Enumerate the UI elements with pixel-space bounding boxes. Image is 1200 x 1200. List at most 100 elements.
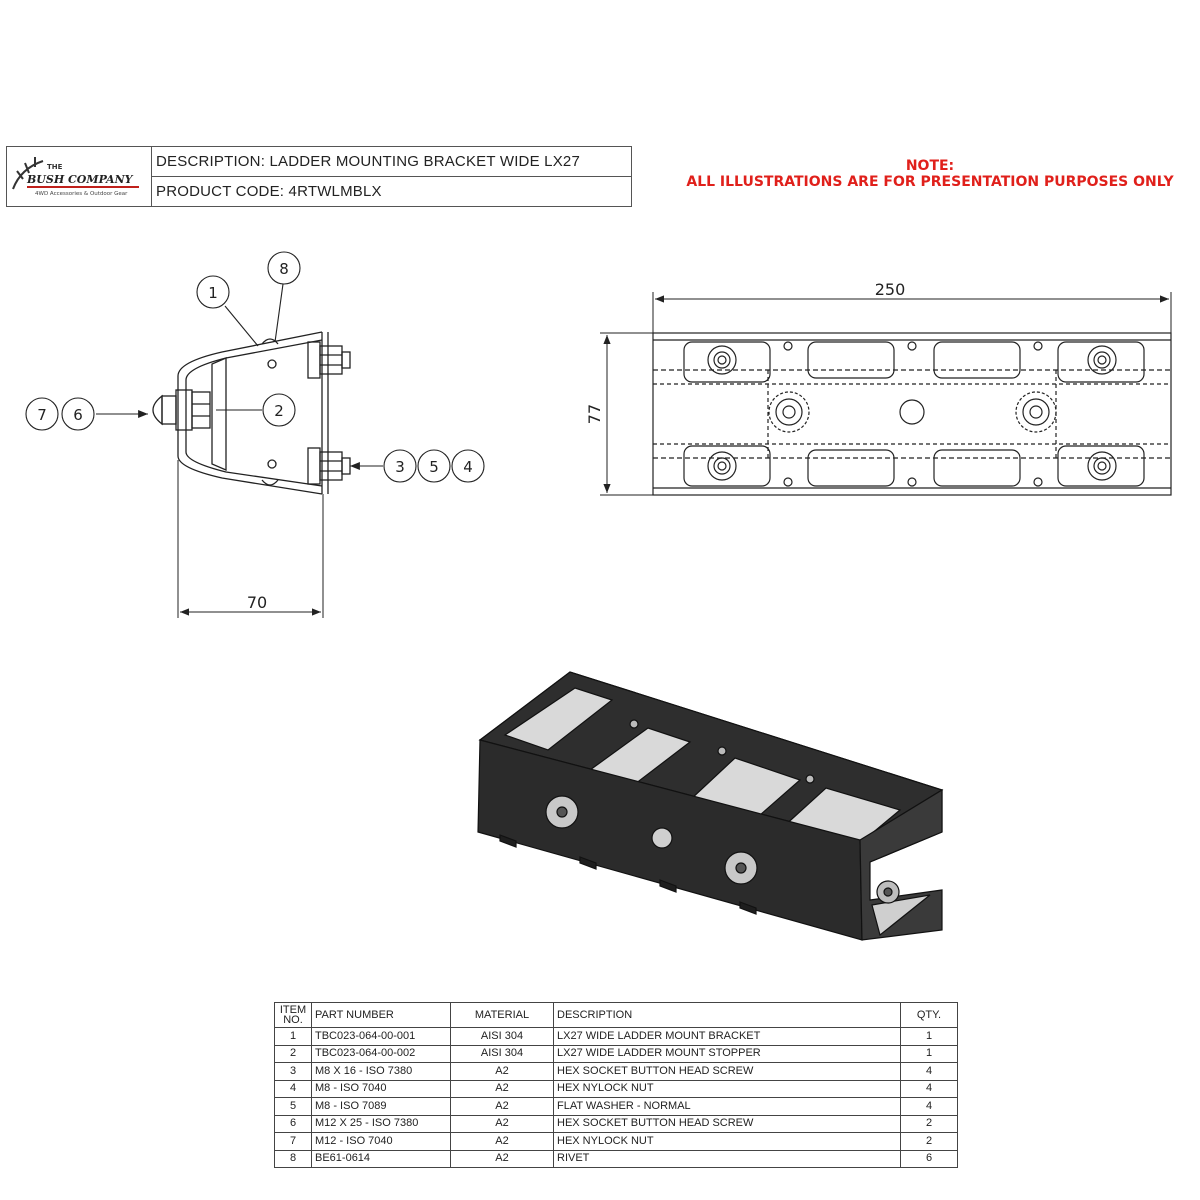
note-heading: NOTE: — [905, 158, 955, 174]
balloon-4: 4 — [463, 458, 473, 476]
rivet-bottom — [261, 479, 279, 486]
balloon-5: 5 — [429, 458, 439, 476]
bom-cell-material: A2 — [450, 1149, 554, 1168]
bom-cell-qty: 6 — [900, 1149, 958, 1168]
bom-cell-material: A2 — [450, 1097, 554, 1116]
title-block: THE BUSH COMPANY 4WD Accessories & Outdo… — [6, 146, 632, 207]
stopper-plate — [211, 357, 227, 471]
bom-cell-description: HEX NYLOCK NUT — [553, 1079, 901, 1098]
bom-cell-description: LX27 WIDE LADDER MOUNT STOPPER — [553, 1044, 901, 1063]
bom-cell-part: M8 X 16 - ISO 7380 — [311, 1062, 451, 1081]
top-view-rivets — [783, 341, 1043, 487]
top-view-bolt-2 — [1015, 391, 1057, 433]
bom-header-description: DESCRIPTION — [553, 1002, 901, 1028]
logo-graphic: THE BUSH COMPANY 4WD Accessories & Outdo… — [12, 157, 139, 197]
description-field: DESCRIPTION: LADDER MOUNTING BRACKET WID… — [156, 153, 580, 170]
bom-header-qty: QTY. — [900, 1002, 958, 1028]
bom-cell-material: A2 — [450, 1079, 554, 1098]
lower-nut-assembly — [307, 447, 351, 485]
bom-cell-part: BE61-0614 — [311, 1149, 451, 1168]
bom-cell-item: 2 — [274, 1044, 312, 1063]
bom-cell-qty: 1 — [900, 1027, 958, 1046]
bom-cell-qty: 4 — [900, 1062, 958, 1081]
bom-cell-description: FLAT WASHER - NORMAL — [553, 1097, 901, 1116]
front-view — [152, 331, 351, 618]
bom-cell-qty: 4 — [900, 1097, 958, 1116]
top-view-bolt-1 — [768, 391, 810, 433]
bom-header-part: PART NUMBER — [311, 1002, 451, 1028]
logo-text-main: BUSH COMPANY — [26, 173, 134, 186]
bom-cell-material: A2 — [450, 1062, 554, 1081]
balloon-8: 8 — [279, 260, 289, 278]
top-view-nut-3 — [707, 451, 737, 481]
bracket-inner-profile — [185, 339, 323, 487]
iso-bolt-right — [724, 851, 758, 885]
technical-drawing: 70 1 8 2 7 6 3 5 4 — [25, 251, 1172, 941]
bom-cell-item: 4 — [274, 1079, 312, 1098]
m12-bolt-assembly — [152, 389, 211, 431]
bom-cell-description: RIVET — [553, 1149, 901, 1168]
balloon-3: 3 — [395, 458, 405, 476]
bom-header-row: ITEM NO. PART NUMBER MATERIAL DESCRIPTIO… — [274, 1002, 958, 1028]
iso-nut-end — [876, 880, 900, 904]
top-view-nut-1 — [707, 345, 737, 375]
front-width-dim: 70 — [247, 593, 267, 612]
bom-cell-description: HEX SOCKET BUTTON HEAD SCREW — [553, 1114, 901, 1133]
presentation-note: NOTE: ALL ILLUSTRATIONS ARE FOR PRESENTA… — [680, 158, 1180, 190]
balloon-6: 6 — [73, 406, 83, 424]
bom-header-material: MATERIAL — [450, 1002, 554, 1028]
bom-cell-description: HEX NYLOCK NUT — [553, 1132, 901, 1151]
bom-cell-part: M8 - ISO 7040 — [311, 1079, 451, 1098]
bom-cell-material: AISI 304 — [450, 1027, 554, 1046]
bom-cell-item: 6 — [274, 1114, 312, 1133]
bom-cell-material: AISI 304 — [450, 1044, 554, 1063]
bom-cell-part: M8 - ISO 7089 — [311, 1097, 451, 1116]
upper-nut-assembly — [307, 341, 351, 379]
top-view — [600, 292, 1172, 496]
bom-cell-qty: 1 — [900, 1044, 958, 1063]
isometric-view — [477, 671, 944, 941]
balloon-1: 1 — [208, 284, 218, 302]
top-width-dim: 77 — [585, 404, 604, 424]
bom-cell-qty: 2 — [900, 1114, 958, 1133]
front-balloons — [25, 251, 485, 483]
center-hole — [899, 399, 925, 425]
bom-cell-item: 7 — [274, 1132, 312, 1151]
product-code-field: PRODUCT CODE: 4RTWLMBLX — [152, 176, 631, 206]
rivet-top — [261, 338, 279, 345]
bom-cell-part: M12 - ISO 7040 — [311, 1132, 451, 1151]
bom-cell-description: LX27 WIDE LADDER MOUNT BRACKET — [553, 1027, 901, 1046]
bom-cell-part: TBC023-064-00-001 — [311, 1027, 451, 1046]
iso-bolt-left — [545, 795, 579, 829]
bom-cell-part: TBC023-064-00-002 — [311, 1044, 451, 1063]
bom-cell-qty: 2 — [900, 1132, 958, 1151]
bill-of-materials: ITEM NO. PART NUMBER MATERIAL DESCRIPTIO… — [274, 1002, 958, 1168]
bom-cell-part: M12 X 25 - ISO 7380 — [311, 1114, 451, 1133]
iso-center-hole — [651, 827, 673, 849]
bom-cell-item: 1 — [274, 1027, 312, 1046]
bom-cell-item: 3 — [274, 1062, 312, 1081]
balloon-2: 2 — [274, 402, 284, 420]
bom-cell-material: A2 — [450, 1114, 554, 1133]
logo-text-top: THE — [47, 163, 63, 171]
bom-cell-qty: 4 — [900, 1079, 958, 1098]
bracket-outer-profile — [177, 331, 323, 495]
note-text: ALL ILLUSTRATIONS ARE FOR PRESENTATION P… — [686, 174, 1174, 190]
bom-cell-item: 8 — [274, 1149, 312, 1168]
bom-cell-material: A2 — [450, 1132, 554, 1151]
top-view-nut-4 — [1087, 451, 1117, 481]
bom-cell-item: 5 — [274, 1097, 312, 1116]
company-logo: THE BUSH COMPANY 4WD Accessories & Outdo… — [7, 147, 152, 206]
logo-tagline: 4WD Accessories & Outdoor Gear — [35, 191, 128, 197]
balloon-7: 7 — [37, 406, 47, 424]
bom-header-item: ITEM NO. — [274, 1002, 312, 1028]
bom-cell-description: HEX SOCKET BUTTON HEAD SCREW — [553, 1062, 901, 1081]
